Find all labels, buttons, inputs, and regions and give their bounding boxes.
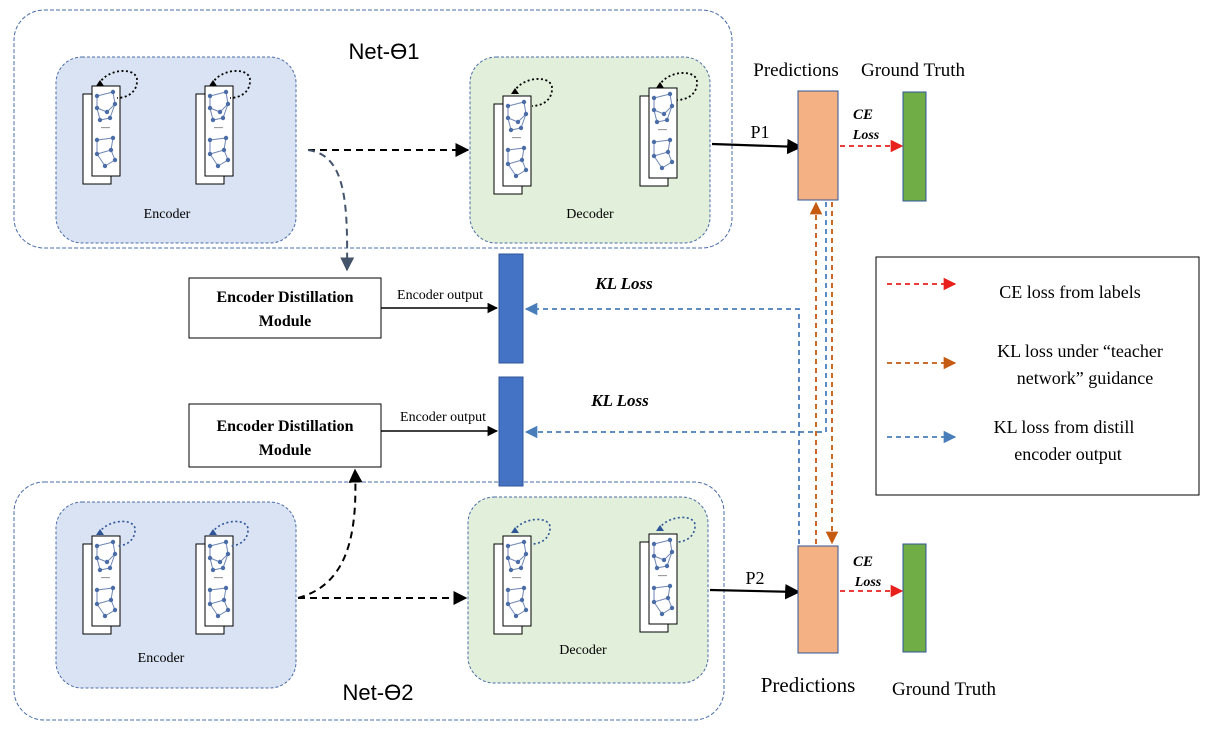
net1-output-label: P1 (750, 122, 769, 142)
net2-title: Net-Ө2 (343, 680, 414, 705)
distill1-title-line1: Encoder Distillation (216, 289, 353, 306)
net1-title: Net-Ө1 (349, 39, 420, 64)
net2-decoder-label: Decoder (559, 643, 607, 658)
net1-container (13, 9, 733, 249)
net1-encoder-to-distill-arrow (307, 149, 355, 272)
graph-card-icon (493, 95, 532, 195)
distill1-kl-label: KL Loss (594, 274, 653, 293)
net1-ce-label: CE (853, 107, 873, 123)
loop-arrow-icon (656, 516, 696, 543)
net1-encoder-block: Encoder (55, 56, 297, 244)
net2-predictions-label: Predictions (761, 673, 856, 697)
net1-decoder-label: Decoder (566, 207, 614, 222)
distill2-title-line2: Module (259, 442, 311, 459)
loop-arrow-icon (209, 520, 249, 547)
net1-decoder-block: Decoder (469, 56, 711, 244)
net2-encoder-label: Encoder (138, 651, 185, 666)
net1-prediction-bar (797, 90, 839, 201)
net2-decoder-block: Decoder (467, 496, 709, 684)
net2-output-arrow (709, 583, 801, 600)
net1-output-arrow (711, 138, 803, 155)
net2-ce-label: CE (853, 554, 873, 570)
kl-distill-arrow-2 (524, 202, 827, 439)
net2-container (13, 481, 725, 721)
legend-kl-teacher-label-line2: network” guidance (1017, 368, 1153, 388)
net2-ce-loss-label: Loss (854, 575, 882, 590)
loop-arrow-icon (96, 70, 138, 99)
graph-card-icon (82, 85, 121, 185)
net2-ground-truth-bar (902, 543, 927, 653)
loop-arrow-icon (511, 78, 553, 107)
net2-encoder-to-distill-arrow (297, 468, 363, 599)
net1-ce-loss-label: Loss (852, 128, 880, 143)
graph-card-icon (493, 535, 532, 635)
net1-ground-truth-bar (902, 91, 927, 202)
distill2-kl-label: KL Loss (590, 391, 649, 410)
net2-output-label: P2 (745, 568, 764, 588)
loop-arrow-icon (96, 520, 136, 547)
loop-arrow-icon (656, 72, 698, 101)
legend-kl-distill-label-line1: KL loss from distill (994, 417, 1135, 437)
net2-prediction-bar (797, 545, 839, 654)
legend-ce-label: CE loss from labels (999, 282, 1141, 302)
graph-card-icon (639, 533, 678, 633)
graph-card-icon (195, 85, 234, 185)
distill1-output-label: Encoder output (397, 288, 483, 303)
distill1-output-bar (498, 253, 524, 364)
legend-kl-distill-label-line2: encoder output (1014, 444, 1121, 464)
net2-ground-truth-label: Ground Truth (892, 679, 996, 700)
net1-encoder-label: Encoder (144, 207, 191, 222)
distill2-box (188, 403, 382, 468)
graph-card-icon (195, 535, 234, 635)
graph-card-icon (639, 87, 678, 187)
distill2-output-bar (498, 376, 524, 487)
distill2-title-line1: Encoder Distillation (216, 418, 353, 435)
distill1-box (188, 277, 382, 339)
distill1-title-line2: Module (259, 313, 311, 330)
net1-ground-truth-label: Ground Truth (861, 60, 965, 81)
net2-encoder-block: Encoder (55, 501, 297, 689)
net1-predictions-label: Predictions (753, 60, 839, 81)
kl-distill-arrow-1 (524, 302, 800, 544)
legend: CE loss from labels KL loss under “teach… (875, 256, 1200, 496)
legend-kl-teacher-label-line1: KL loss under “teacher (997, 341, 1163, 361)
graph-card-icon (82, 535, 121, 635)
loop-arrow-icon (511, 518, 551, 545)
distill2-output-label: Encoder output (400, 410, 486, 425)
loop-arrow-icon (209, 70, 251, 99)
